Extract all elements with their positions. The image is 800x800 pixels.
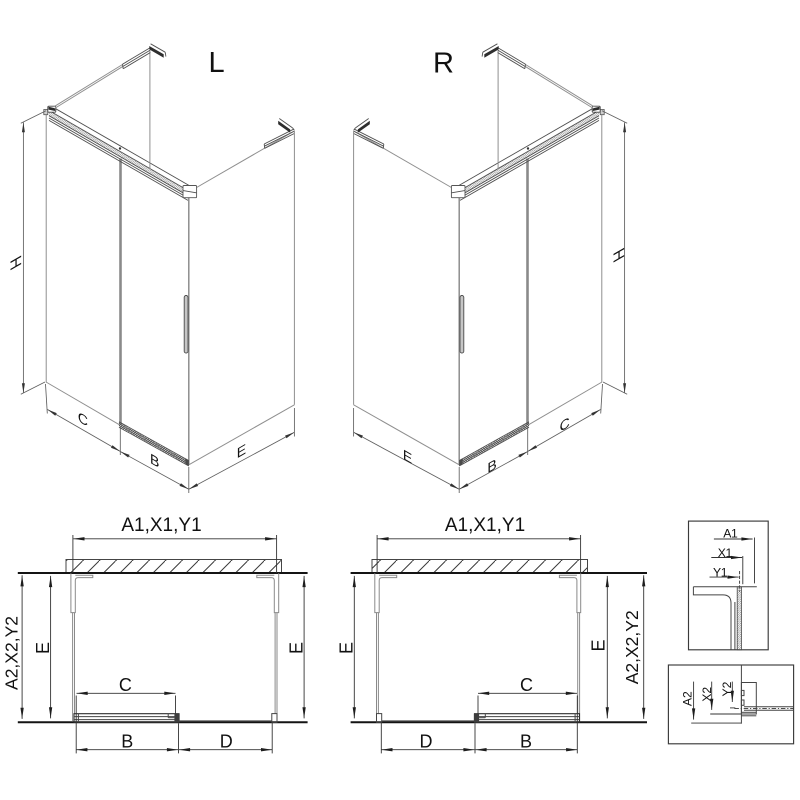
svg-text:E: E bbox=[286, 642, 306, 654]
svg-text:B: B bbox=[150, 451, 159, 472]
svg-text:E: E bbox=[403, 447, 412, 468]
svg-text:B: B bbox=[121, 732, 133, 752]
svg-text:E: E bbox=[33, 642, 53, 654]
svg-text:C: C bbox=[560, 414, 570, 436]
svg-text:L: L bbox=[209, 47, 225, 79]
svg-text:A1,X1,Y1: A1,X1,Y1 bbox=[445, 515, 525, 536]
svg-text:D: D bbox=[220, 732, 233, 752]
svg-text:B: B bbox=[487, 456, 496, 477]
svg-text:C: C bbox=[119, 675, 132, 695]
svg-text:A2,X2,Y2: A2,X2,Y2 bbox=[2, 616, 22, 690]
svg-text:R: R bbox=[433, 48, 454, 80]
svg-text:A1,X1,Y1: A1,X1,Y1 bbox=[121, 515, 201, 536]
svg-text:A1: A1 bbox=[723, 527, 738, 541]
svg-text:X1: X1 bbox=[718, 546, 733, 560]
svg-text:C: C bbox=[520, 675, 533, 695]
svg-text:B: B bbox=[520, 732, 532, 752]
svg-text:E: E bbox=[589, 639, 609, 651]
svg-text:Y1: Y1 bbox=[713, 566, 728, 580]
svg-text:E: E bbox=[237, 441, 246, 462]
svg-text:A2: A2 bbox=[680, 691, 694, 706]
svg-text:E: E bbox=[337, 642, 357, 654]
svg-text:A2,X2,Y2: A2,X2,Y2 bbox=[622, 610, 642, 684]
svg-text:X2: X2 bbox=[700, 687, 714, 702]
svg-text:C: C bbox=[78, 409, 88, 431]
svg-text:Y2: Y2 bbox=[720, 681, 734, 696]
svg-text:D: D bbox=[420, 732, 433, 752]
